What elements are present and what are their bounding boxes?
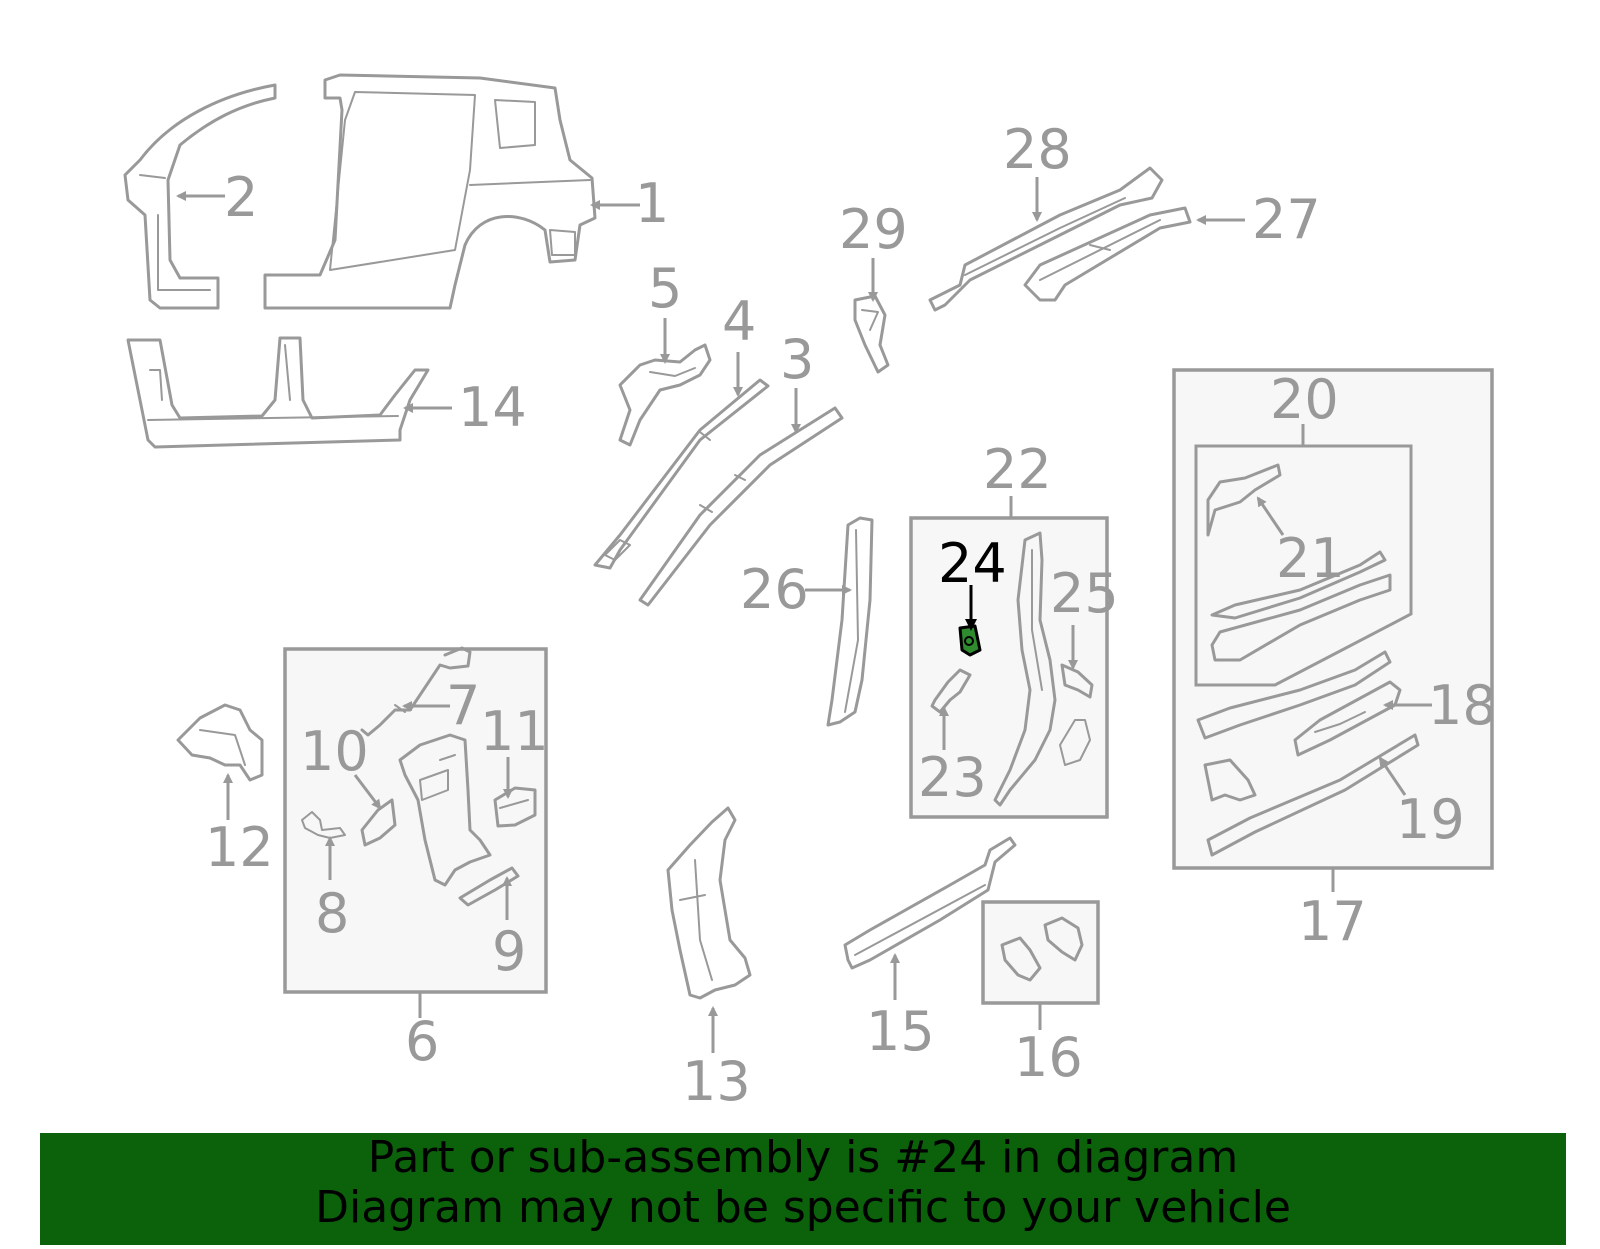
part-11-bracket[interactable] xyxy=(493,786,537,828)
part-22-center-pillar[interactable] xyxy=(993,531,1057,807)
part-17-small-bracket[interactable] xyxy=(1203,758,1257,802)
part-10-bracket[interactable] xyxy=(360,798,397,847)
callout-9: 9 xyxy=(492,920,526,983)
part-3-roof-rail-inner[interactable] xyxy=(638,406,844,607)
callout-20: 20 xyxy=(1270,368,1339,431)
callout-14: 14 xyxy=(458,376,527,439)
callout-3: 3 xyxy=(780,328,814,391)
callout-7: 7 xyxy=(446,674,480,737)
banner-line-2: Diagram may not be specific to your vehi… xyxy=(315,1182,1291,1233)
part-18-reinforcement[interactable] xyxy=(1293,680,1402,757)
callout-5: 5 xyxy=(648,257,682,320)
group-box-16 xyxy=(981,900,1100,1005)
part-19-sill-rail[interactable] xyxy=(1206,733,1420,857)
part-29-bracket[interactable] xyxy=(853,294,890,374)
part-12-bracket[interactable] xyxy=(176,703,264,782)
part-4-roof-rail[interactable] xyxy=(593,378,770,570)
callout-22: 22 xyxy=(983,438,1052,501)
callout-25: 25 xyxy=(1050,562,1119,625)
callout-17: 17 xyxy=(1298,890,1367,953)
part-20-rail-upper[interactable] xyxy=(1210,550,1392,662)
part-9-bracket[interactable] xyxy=(458,866,520,907)
callout-13: 13 xyxy=(682,1050,751,1113)
callout-11: 11 xyxy=(480,700,549,763)
leader-21 xyxy=(1256,496,1285,536)
part-14-rocker-panel[interactable] xyxy=(126,336,430,449)
callout-21: 21 xyxy=(1276,527,1345,590)
callout-1: 1 xyxy=(635,172,669,235)
callout-27: 27 xyxy=(1252,188,1321,251)
callout-6: 6 xyxy=(405,1010,439,1073)
callout-10: 10 xyxy=(300,720,369,783)
part-2-front-body-side[interactable] xyxy=(123,83,277,310)
callout-19: 19 xyxy=(1396,788,1465,851)
part-21-bracket[interactable] xyxy=(1206,463,1282,537)
part-15-sill-reinforcement[interactable] xyxy=(843,836,1017,970)
callout-12: 12 xyxy=(205,816,274,879)
callout-29: 29 xyxy=(839,198,908,261)
part-28-roof-rail-reinforcement[interactable] xyxy=(928,166,1164,312)
callout-4: 4 xyxy=(722,290,756,353)
callout-23: 23 xyxy=(918,746,987,809)
part-27-roof-rail-inner[interactable] xyxy=(1023,206,1192,302)
banner-line-1: Part or sub-assembly is #24 in diagram xyxy=(367,1132,1239,1183)
part-22-small-bracket xyxy=(1059,719,1091,766)
part-26-pillar[interactable] xyxy=(826,516,874,727)
callout-8: 8 xyxy=(315,882,349,945)
callout-24: 24 xyxy=(938,532,1007,595)
part-24-highlighted[interactable] xyxy=(958,624,982,657)
part-23-bracket[interactable] xyxy=(930,668,972,714)
notice-banner: Part or sub-assembly is #24 in diagram D… xyxy=(40,1133,1566,1245)
callout-18: 18 xyxy=(1428,674,1497,737)
callout-15: 15 xyxy=(866,1000,935,1063)
callout-2: 2 xyxy=(224,166,258,229)
leader-10 xyxy=(353,774,382,810)
part-6-pillar-inner[interactable] xyxy=(398,733,492,887)
part-25-bracket[interactable] xyxy=(1060,663,1094,699)
callout-28: 28 xyxy=(1003,118,1072,181)
part-13-pillar-lower[interactable] xyxy=(666,806,752,1000)
part-16-brackets[interactable] xyxy=(1000,916,1084,982)
part-1-body-side-outer[interactable] xyxy=(263,73,597,310)
callout-16: 16 xyxy=(1014,1026,1083,1089)
leader-19 xyxy=(1378,756,1407,796)
part-17-rail-lower[interactable] xyxy=(1196,650,1392,740)
part-8-clip[interactable] xyxy=(301,811,346,839)
callout-26: 26 xyxy=(740,558,809,621)
